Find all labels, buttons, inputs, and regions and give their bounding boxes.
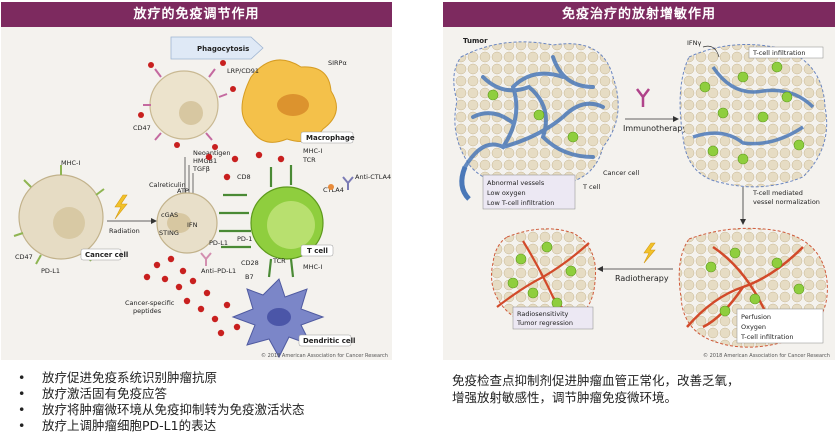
left-copyright: © 2018 American Association for Cancer R… — [261, 352, 388, 359]
bullet-item: 放疗将肿瘤微环境从免疫抑制转为免疫激活状态 — [18, 402, 305, 418]
oxygen-label: Oxygen — [741, 323, 766, 331]
radiotherapy-bolt-icon — [643, 242, 656, 264]
t-cell-infiltration-label: T-cell infiltration — [752, 49, 805, 57]
release-arrows — [184, 157, 194, 195]
phagocyte-receptors — [143, 68, 228, 141]
bullet-item: 放疗激活固有免疫应答 — [18, 386, 305, 402]
atp-label: ATP — [177, 187, 189, 195]
ctla4-receptor-icon — [328, 184, 334, 190]
macrophage-cell — [241, 59, 337, 143]
cd47-top-label: CD47 — [133, 124, 151, 132]
phagocyte-cell — [149, 70, 219, 140]
mhc1-left-label: MHC-I — [61, 159, 80, 167]
radiation-label: Radiation — [109, 227, 140, 235]
neoantigen-label: Neoantigen — [193, 149, 231, 157]
ctla4-label: CTLA4 — [323, 186, 344, 194]
right-diagram-panel: 免疫治疗的放射增敏作用 Tumor Cancer cell T cell — [443, 2, 835, 360]
cancer-peptide-particles — [143, 151, 285, 337]
radiation-bolt-icon — [114, 194, 128, 220]
anti-ctla4-antibody-icon — [342, 176, 354, 190]
right-panel-title: 免疫治疗的放射增敏作用 — [443, 2, 835, 27]
radiosensitivity-label: Radiosensitivity — [517, 310, 569, 318]
outcome-box — [512, 306, 594, 330]
normalized-conditions-box — [736, 308, 824, 344]
cancer-cell-left — [18, 174, 104, 260]
summary-line: 免疫检查点抑制剂促进肿瘤血管正常化，改善乏氧， — [452, 373, 740, 388]
calreticulin-label: Calreticulin — [149, 181, 186, 189]
dendritic-cell-label: Dendritic cell — [303, 337, 355, 345]
irradiated-cancer-cell — [156, 192, 218, 254]
cancer-specific-peptides-label-1: Cancer-specific — [125, 299, 175, 307]
sting-label: STING — [159, 229, 179, 237]
antibody-icon — [636, 88, 650, 107]
cgas-label: cGAS — [161, 211, 178, 219]
tumor-label: Tumor — [463, 37, 488, 45]
tcr-top-label: TCR — [302, 156, 316, 164]
tgfb-label: TGFβ — [192, 165, 210, 173]
tumor-abnormal — [453, 41, 619, 201]
bullet-item: 放疗促进免疫系统识别肿瘤抗原 — [18, 370, 305, 386]
b7-label: B7 — [245, 273, 254, 281]
phagocytosis-banner: Phagocytosis — [170, 36, 264, 60]
perfusion-label: Perfusion — [741, 313, 771, 321]
pdl1-mid-label: PD-L1 — [209, 239, 228, 247]
anti-pdl1-label: Anti–PD-L1 — [201, 267, 236, 275]
anti-pdl1-antibody-icon — [200, 252, 212, 266]
lrp-cd91-label: LRP/CD91 — [227, 67, 259, 75]
low-oxygen-label: Low oxygen — [487, 189, 526, 197]
t-cell-infiltration2-label: T-cell infiltration — [740, 333, 793, 341]
hmgb1-label: HMGB1 — [193, 157, 217, 165]
phagocytosis-label: Phagocytosis — [197, 45, 249, 53]
radiotherapy-label: Radiotherapy — [615, 274, 669, 283]
low-t-cell-label: Low T-cell infiltration — [487, 199, 554, 207]
anti-ctla4-label: Anti-CTLA4 — [355, 173, 391, 181]
t-cell — [250, 186, 324, 260]
tumor-regressed — [491, 228, 597, 325]
tumor-infiltrated — [679, 44, 828, 188]
summary-line: 增强放射敏感性，调节肿瘤免疫微环境。 — [452, 390, 678, 405]
right-summary-text: 免疫检查点抑制剂促进肿瘤血管正常化，改善乏氧， 增强放射敏感性，调节肿瘤免疫微环… — [452, 372, 832, 406]
tcell-normalization-label-2: vessel normalization — [753, 198, 820, 206]
left-panel-title: 放疗的免疫调节作用 — [1, 2, 392, 27]
tcr-bottom-label: TCR — [272, 257, 286, 265]
immunotherapy-label: Immunotherapy — [623, 124, 687, 133]
radiation-immunomodulation-diagram: Phagocytosis Macrophage LRP/CD91 SIRPα C… — [13, 36, 391, 359]
immunotherapy-radiosensitization-diagram: Tumor Cancer cell T cell Abnormal vessel… — [453, 37, 830, 359]
bullet-item: 放疗上调肿瘤细胞PD-L1的表达 — [18, 418, 305, 434]
left-bullet-list: 放疗促进免疫系统识别肿瘤抗原 放疗激活固有免疫应答 放疗将肿瘤微环境从免疫抑制转… — [18, 370, 305, 434]
tcell-normalization-label-1: T-cell mediated — [752, 189, 803, 197]
abnormal-conditions-box — [482, 174, 576, 210]
mhc1-bottom-label: MHC-I — [303, 263, 322, 271]
ifng-label: IFNγ — [687, 39, 702, 47]
cd28-label: CD28 — [241, 259, 259, 267]
t-cell-label: T cell — [307, 247, 328, 255]
t-cell-label: T cell — [582, 183, 600, 191]
abnormal-vessels-label: Abnormal vessels — [487, 179, 545, 187]
cancer-cell-label: Cancer cell — [603, 169, 639, 177]
pd1-label: PD-1 — [237, 235, 252, 243]
tumor-regression-label: Tumor regression — [516, 319, 573, 327]
pdl1-left-label: PD-L1 — [41, 267, 60, 275]
mhc1-top-label: MHC-I — [303, 147, 322, 155]
cd8-label: CD8 — [237, 173, 251, 181]
right-copyright: © 2018 American Association for Cancer R… — [703, 352, 830, 359]
tcell-receptors — [219, 165, 295, 278]
macrophage-label: Macrophage — [306, 134, 355, 142]
cd47-left-label: CD47 — [15, 253, 33, 261]
left-diagram-panel: 放疗的免疫调节作用 Phagocytosis Macrophage LRP/CD… — [1, 2, 392, 360]
sirpa-label: SIRPα — [328, 59, 347, 67]
ifn-label: IFN — [187, 221, 198, 229]
phagocyte-particles — [138, 60, 236, 150]
cancer-cell-label: Cancer cell — [85, 251, 128, 259]
cancer-specific-peptides-label-2: peptides — [133, 307, 162, 315]
